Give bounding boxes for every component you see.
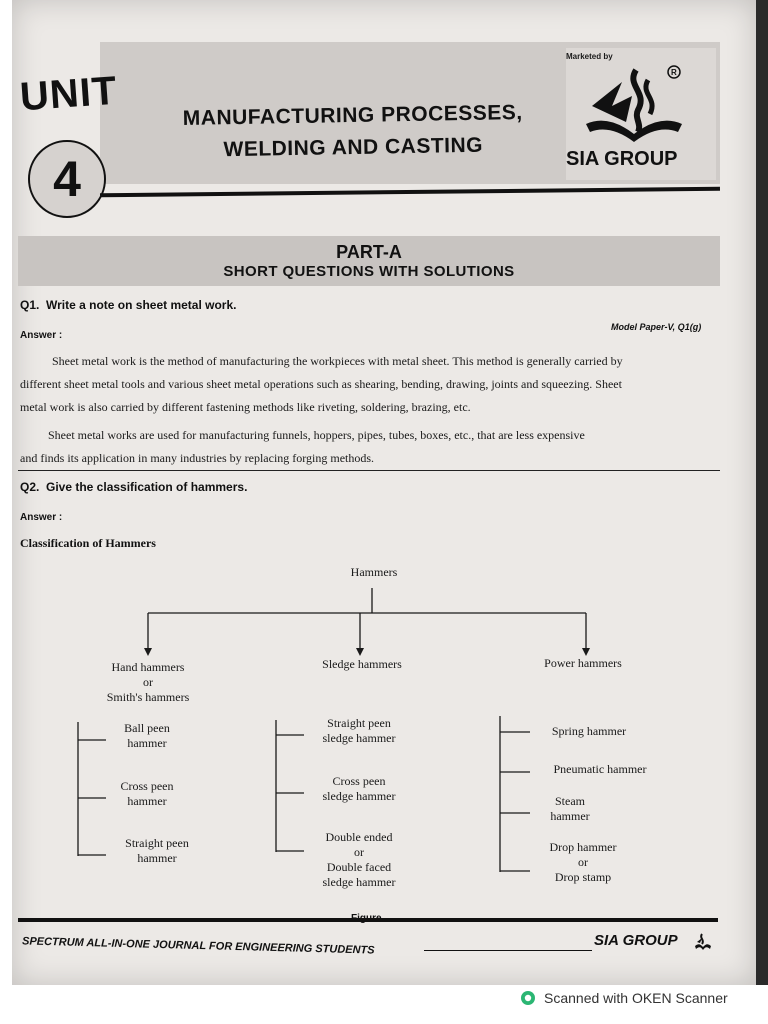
footer-brand: SIA GROUP <box>594 932 678 949</box>
marketed-by-label: Marketed by <box>566 52 613 61</box>
hand-item-1-line1: Ball peen <box>124 721 170 735</box>
part-subheading: SHORT QUESTIONS WITH SOLUTIONS <box>223 263 515 280</box>
sledge-item-3-line1: Double ended <box>325 830 393 844</box>
sledge-item-3-line2: or <box>354 845 364 859</box>
tree-power-hammers: Power hammers <box>544 656 622 670</box>
arrow-power <box>582 648 590 656</box>
power-item-3-line2: hammer <box>550 809 590 823</box>
sledge-item-2-line1: Cross peen <box>332 774 386 788</box>
model-paper-reference: Model Paper-V, Q1(g) <box>611 322 702 332</box>
page-edge-shadow <box>756 0 768 985</box>
power-item-1: Spring hammer <box>551 724 627 738</box>
power-item-4-line1: Drop hammer <box>549 840 617 854</box>
unit-number-circle: 4 <box>28 140 106 218</box>
answer-2-label: Answer : <box>20 512 63 523</box>
hand-item-3-line1: Straight peen <box>125 836 189 850</box>
sledge-item-3-line3: Double faced <box>326 860 392 874</box>
part-heading-band: PART-A SHORT QUESTIONS WITH SOLUTIONS <box>18 236 720 286</box>
tree-root: Hammers <box>350 565 398 579</box>
sledge-item-2: Cross peen sledge hammer <box>304 774 414 804</box>
scanner-text: Scanned with OKEN Scanner <box>544 990 728 1006</box>
hand-item-3: Straight peen hammer <box>106 836 208 866</box>
sia-logo-icon: R <box>586 65 682 142</box>
sledge-item-3-line4: sledge hammer <box>322 875 396 889</box>
publisher-logo: Marketed by R SIA GROUP <box>566 48 716 180</box>
hand-item-1-line2: hammer <box>127 736 167 750</box>
footer-line <box>424 950 592 951</box>
footer-rule <box>18 918 718 922</box>
q1-para1-line3: metal work is also carried by different … <box>20 400 471 414</box>
hand-item-3-line2: hammer <box>137 851 177 865</box>
scanner-watermark: Scanned with OKEN Scanner <box>520 990 728 1006</box>
logo-text: SIA GROUP <box>566 148 678 170</box>
hand-line1: Hand hammers <box>111 660 185 674</box>
section-divider <box>18 470 720 471</box>
tree-sledge-hammers: Sledge hammers <box>322 657 402 671</box>
question-1: Q1. Write a note on sheet metal work. <box>20 298 237 312</box>
question-2: Q2. Give the classification of hammers. <box>20 480 247 494</box>
power-item-4-line2: or <box>578 855 588 869</box>
power-item-3: Steam hammer <box>530 794 610 824</box>
hand-item-2-line1: Cross peen <box>120 779 174 793</box>
arrow-hand <box>144 648 152 656</box>
hand-item-2-line2: hammer <box>127 794 167 808</box>
tree-hand-hammers: Hand hammers or Smith's hammers <box>88 660 208 705</box>
hand-line3: Smith's hammers <box>106 690 190 704</box>
unit-number: 4 <box>53 151 81 207</box>
sledge-item-1-line2: sledge hammer <box>322 731 396 745</box>
hand-item-1: Ball peen hammer <box>106 721 188 751</box>
footer-logo-icon <box>695 933 711 950</box>
q1-para2-line1: Sheet metal works are used for manufactu… <box>48 428 585 442</box>
q1-para1-line1: Sheet metal work is the method of manufa… <box>52 354 623 368</box>
power-item-3-line1: Steam <box>555 794 585 808</box>
sledge-item-2-line2: sledge hammer <box>322 789 396 803</box>
sledge-item-1-line1: Straight peen <box>327 716 391 730</box>
question-1-number: Q1. <box>20 298 40 312</box>
q1-para1-line2: different sheet metal tools and various … <box>20 377 622 391</box>
power-item-2: Pneumatic hammer <box>553 762 647 776</box>
power-item-4: Drop hammer or Drop stamp <box>532 840 634 885</box>
svg-text:R: R <box>671 68 677 77</box>
question-2-text: Give the classification of hammers. <box>46 480 248 494</box>
sledge-item-3: Double ended or Double faced sledge hamm… <box>304 830 414 890</box>
classification-heading: Classification of Hammers <box>20 536 156 550</box>
q1-para2-line2: and finds its application in many indust… <box>20 451 375 465</box>
arrow-sledge <box>356 648 364 656</box>
part-heading: PART-A <box>336 242 402 262</box>
answer-1-label: Answer : <box>20 330 63 341</box>
power-item-4-line3: Drop stamp <box>554 870 612 884</box>
question-1-text: Write a note on sheet metal work. <box>46 298 237 312</box>
hand-item-2: Cross peen hammer <box>106 779 188 809</box>
question-2-number: Q2. <box>20 480 40 494</box>
sledge-item-1: Straight peen sledge hammer <box>304 716 414 746</box>
scanner-logo-icon <box>521 991 535 1005</box>
hand-line2: or <box>143 675 153 689</box>
